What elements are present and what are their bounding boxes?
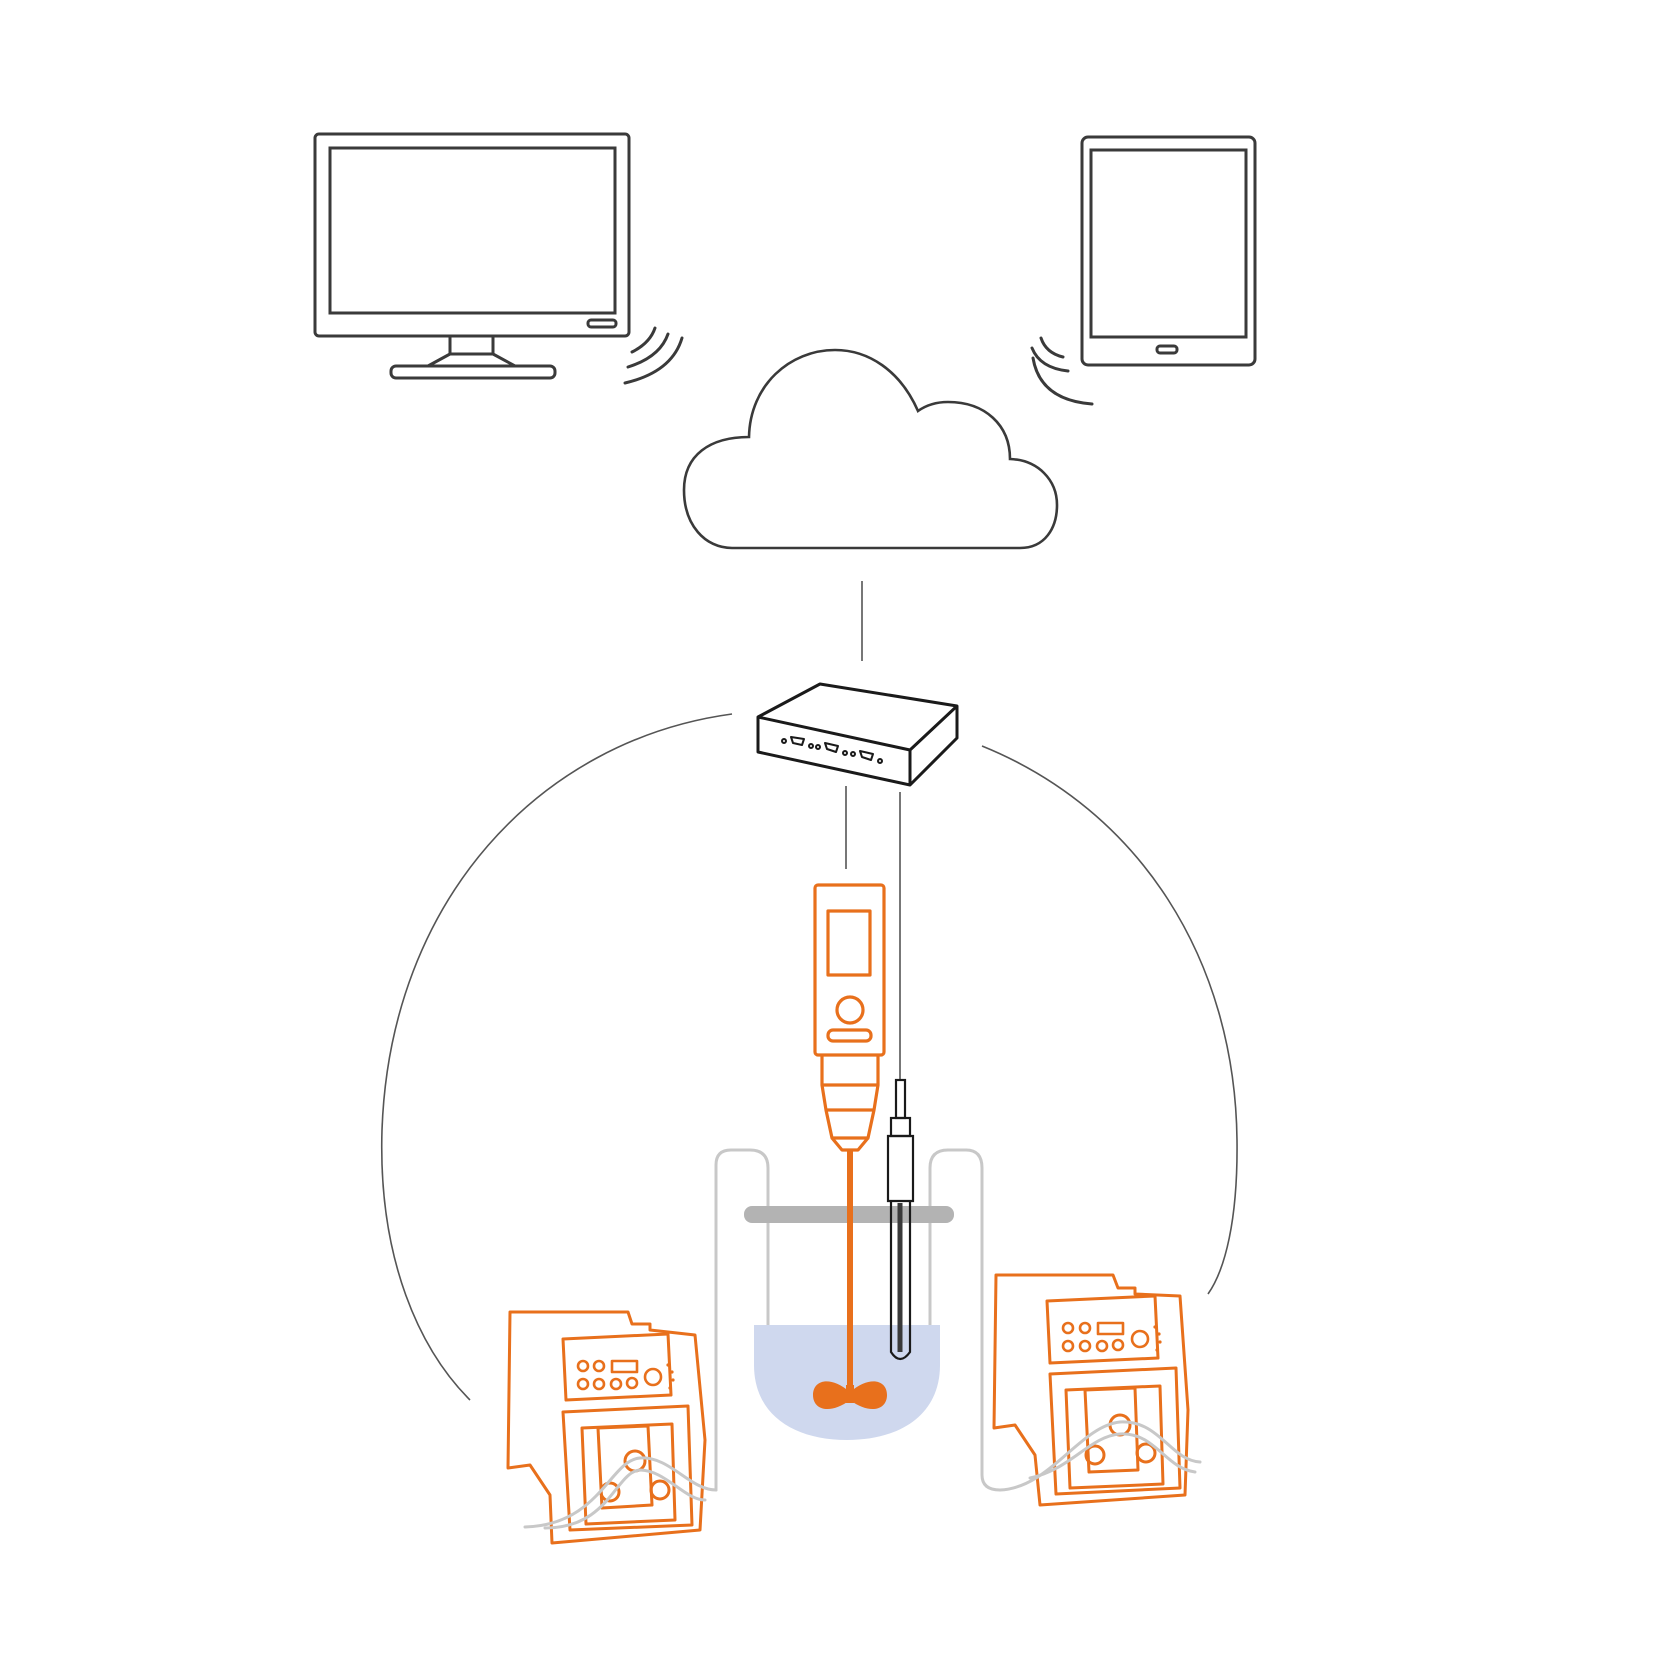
impeller-icon bbox=[813, 1381, 887, 1410]
monitor-icon bbox=[313, 132, 631, 380]
link-arc-pumps bbox=[380, 713, 733, 1401]
peristaltic-pump-icon-right bbox=[992, 1273, 1190, 1507]
gateway-box-icon bbox=[756, 682, 959, 787]
link-arc-pumps bbox=[981, 745, 1238, 1295]
pump-tubing-right bbox=[998, 1420, 1202, 1492]
pump-tubing-left bbox=[523, 1456, 718, 1530]
wireless-signal-icon bbox=[1030, 336, 1094, 406]
serial-port-icon bbox=[781, 736, 883, 764]
tubing bbox=[714, 1148, 1002, 1492]
probe-icon bbox=[886, 1078, 915, 1361]
peristaltic-pump-icon-left bbox=[506, 1310, 707, 1545]
cloud-icon bbox=[682, 348, 1059, 550]
wireless-signal-icon bbox=[623, 326, 684, 385]
overhead-stirrer-icon bbox=[813, 883, 886, 1392]
tablet-icon bbox=[1080, 135, 1257, 367]
